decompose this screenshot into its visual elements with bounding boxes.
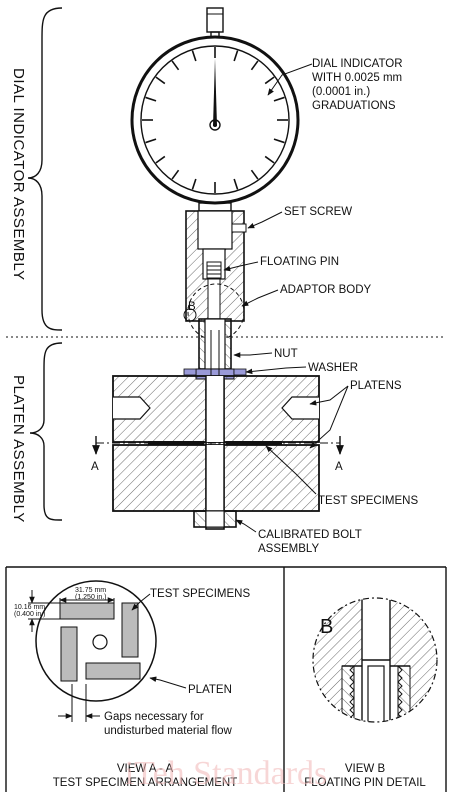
view-a-platen [35,580,157,702]
leader-lines [223,63,349,533]
adaptor-body [183,210,247,322]
upper-platen [112,375,320,443]
dial-indicator-callout-4: GRADUATIONS [312,100,396,112]
dial-tick [264,76,275,85]
view-a-gaps-label-1: Gaps necessary for [104,711,204,723]
dial-tick [145,96,157,102]
dial-tick [250,60,259,71]
adaptor-body-label: ADAPTOR BODY [280,284,371,296]
detail-views-frame [5,566,447,792]
view-b-marker: B [320,616,333,638]
view-b-caption-1: VIEW B [345,763,386,775]
platen-assembly-brace [29,342,63,521]
lower-platen [112,444,320,528]
dial-assembly-label: DIAL INDICATOR ASSEMBLY [10,68,27,281]
view-a-dim-left-2: (0.400 in.) [14,611,46,618]
set-screw-label: SET SCREW [284,206,352,218]
calibrated-bolt-label-2: ASSEMBLY [258,543,319,555]
view-a-gaps-label-2: undisturbed material flow [104,725,233,737]
detail-b-marker: B [188,301,196,313]
dial-tick [191,50,197,62]
dial-tick [250,169,259,180]
watermark: iTeh Standards [125,755,328,792]
dial-tick [191,178,197,190]
dial-tick [145,138,157,144]
dial-tick [233,178,239,190]
view-a-leaders [131,593,187,689]
view-a-dim-top-2: (1.250 in.) [75,594,107,601]
dial-tick [233,50,239,62]
view-a-dim-left-1: 10.16 mm [14,604,45,611]
view-b-caption-2: FLOATING PIN DETAIL [304,777,426,789]
platens-label: PLATENS [350,380,402,392]
section-line-a-a [92,436,344,455]
dial-indicator [130,7,300,212]
view-a-specimens-label: TEST SPECIMENS [150,588,250,600]
platen-assembly-label: PLATEN ASSEMBLY [10,375,27,523]
dial-tick [171,60,180,71]
washer-label: WASHER [308,362,358,374]
section-label-left: A [91,461,99,473]
floating-pin-label: FLOATING PIN [260,256,339,268]
view-b-detail [312,597,438,723]
dial-ticks [142,47,288,193]
view-a-platen-label: PLATEN [188,684,232,696]
test-specimens-label: TEST SPECIMENS [318,495,418,507]
dial-assembly-brace [27,7,63,331]
dial-tick [273,138,285,144]
view-a-dim-top-1: 31.75 mm [75,587,106,594]
view-a-caption-1: VIEW A - A [117,763,174,775]
dial-tick [171,169,180,180]
calibrated-bolt-label-1: CALIBRATED BOLT [258,529,362,541]
dial-indicator-callout-1: DIAL INDICATOR [312,58,403,70]
dial-tick [155,76,166,85]
dial-tick [273,96,285,102]
nut-label: NUT [274,348,298,360]
section-label-right: A [335,461,343,473]
dial-tick [155,155,166,164]
dial-indicator-callout-2: WITH 0.0025 mm [312,72,402,84]
dial-tick [264,155,275,164]
view-a-caption-2: TEST SPECIMEN ARRANGEMENT [53,777,237,789]
dial-indicator-callout-3: (0.0001 in.) [312,86,370,98]
view-a-dimensions [28,590,115,722]
